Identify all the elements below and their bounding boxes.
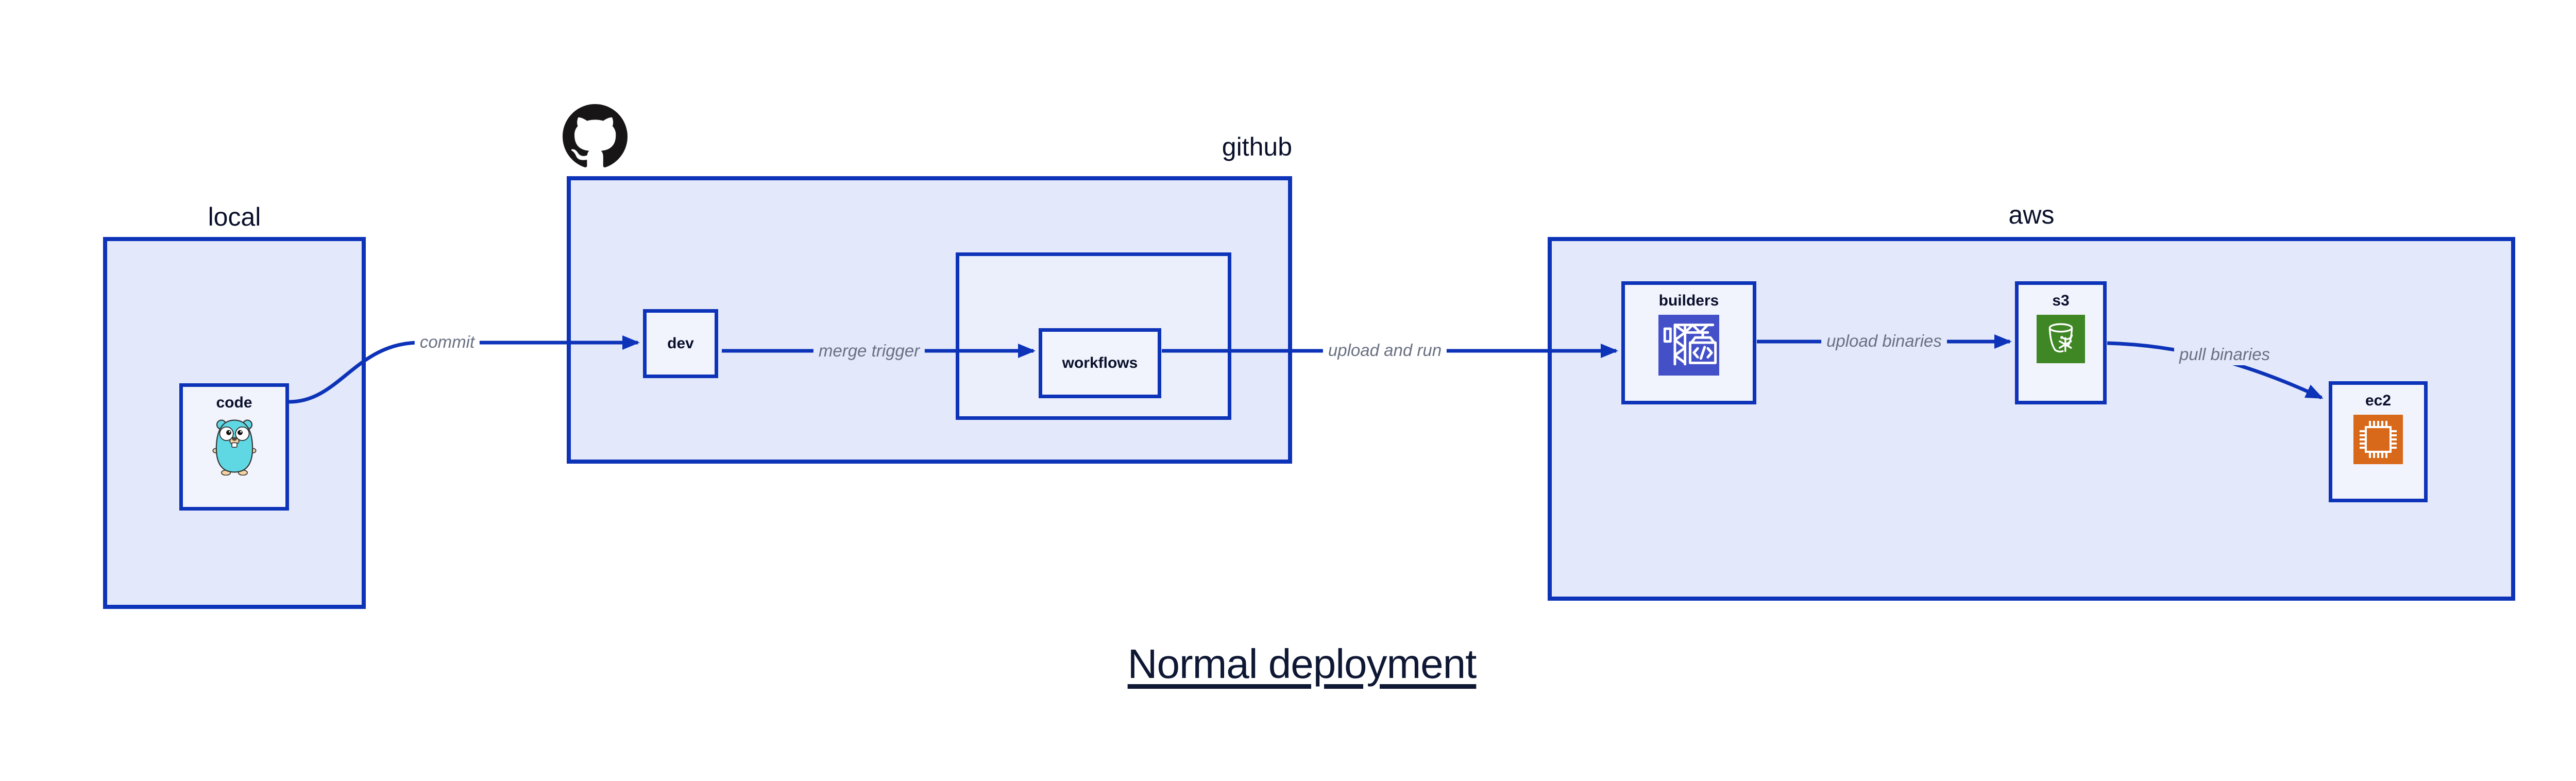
edge-label-merge-trigger: merge trigger — [813, 340, 925, 362]
github-container-label: github — [1222, 132, 1292, 161]
github-octocat-icon — [563, 104, 628, 169]
node-s3: s3 — [2015, 281, 2107, 404]
edge-label-upload-binaries: upload binaries — [1821, 330, 1947, 352]
node-workflows: workflows — [1039, 328, 1161, 398]
node-code: code — [179, 383, 289, 511]
aws-s3-glacier-bucket-icon — [2037, 315, 2085, 363]
node-code-label: code — [216, 394, 252, 411]
aws-codebuild-crane-icon — [1658, 315, 1719, 376]
node-dev-label: dev — [667, 335, 694, 352]
node-ec2-label: ec2 — [2365, 392, 2392, 409]
diagram-title: Normal deployment — [1127, 641, 1477, 687]
aws-container-label: aws — [2008, 200, 2055, 229]
node-ec2: ec2 — [2329, 381, 2428, 502]
edge-label-pull-binaries: pull binaries — [2174, 344, 2276, 365]
node-builders-label: builders — [1658, 292, 1719, 309]
local-container-label: local — [208, 202, 261, 231]
node-builders: builders — [1621, 281, 1756, 404]
aws-ec2-chip-icon — [2353, 415, 2403, 464]
go-gopher-icon — [209, 417, 260, 476]
node-s3-label: s3 — [2052, 292, 2070, 309]
node-workflows-label: workflows — [1062, 354, 1138, 371]
edge-label-upload-and-run: upload and run — [1323, 339, 1447, 361]
node-dev: dev — [643, 309, 718, 378]
edge-label-commit: commit — [414, 331, 480, 353]
